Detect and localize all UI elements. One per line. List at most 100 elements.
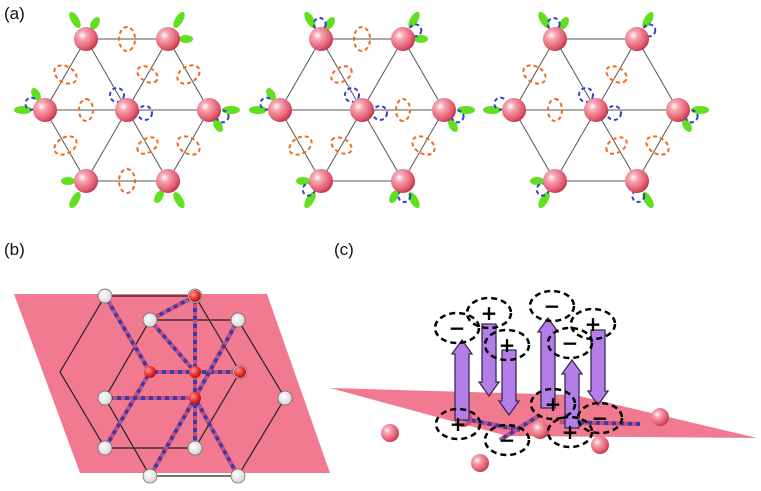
atom-sphere <box>432 98 456 122</box>
down-arrow <box>477 323 501 398</box>
green-lobe <box>483 106 501 114</box>
plus-sign: + <box>450 412 467 436</box>
green-lobe <box>448 119 458 132</box>
orange-dashed-loop <box>547 98 563 122</box>
panel-label-b: (b) <box>4 240 25 259</box>
atom-sphere <box>391 26 415 51</box>
red-atom <box>144 366 156 378</box>
green-lobe <box>642 11 654 28</box>
green-lobe <box>642 192 654 209</box>
atom-sphere <box>381 424 399 442</box>
orange-dashed-loop <box>330 65 353 84</box>
orange-dashed-loop <box>353 25 371 52</box>
atom-sphere <box>350 98 374 122</box>
sign-dashed-loop <box>569 307 617 341</box>
green-lobe <box>538 11 550 28</box>
blue-dashed-loop <box>344 87 360 103</box>
sign-dashed-loop <box>483 328 531 362</box>
atom-sphere <box>33 98 57 122</box>
orange-dashed-loop <box>78 98 94 122</box>
blue-dashed-loop <box>631 188 646 203</box>
atom-sphere <box>197 98 221 122</box>
atom-sphere <box>625 26 649 51</box>
green-lobe <box>682 119 692 132</box>
green-lobe <box>213 119 223 132</box>
green-lobe <box>304 192 316 209</box>
hex-cluster-right <box>483 11 709 209</box>
green-lobe <box>14 106 32 114</box>
blue-dashed-loop <box>137 105 153 121</box>
orange-dashed-loop <box>330 136 353 155</box>
atom-sphere <box>625 169 649 194</box>
blue-dashed-loop <box>642 23 657 38</box>
green-lobe <box>538 192 550 209</box>
green-lobe <box>389 190 399 203</box>
plus-sign: + <box>562 420 579 444</box>
orange-dashed-loop <box>605 65 628 84</box>
bond-stripe <box>103 294 152 374</box>
half-sphere-atom <box>187 440 203 456</box>
panel-label-c: (c) <box>334 240 354 259</box>
atom-sphere <box>591 436 609 454</box>
green-lobe <box>69 192 81 209</box>
half-sphere-atom <box>142 468 158 484</box>
orange-dashed-loop <box>288 135 313 156</box>
orange-dashed-loop <box>176 64 201 85</box>
bond-stripe <box>559 420 641 426</box>
orange-dashed-loop <box>395 98 411 122</box>
blue-dashed-loop <box>397 188 412 203</box>
orange-dashed-loop <box>53 135 78 156</box>
half-sphere-atom <box>277 390 293 406</box>
plus-sign: + <box>545 392 562 416</box>
blue-dashed-loop <box>684 109 699 124</box>
sign-dashed-loop <box>483 423 531 457</box>
bond-stripe <box>148 397 197 477</box>
minus-sign: − <box>499 428 516 452</box>
blue-dashed-loop <box>606 105 622 121</box>
orange-dashed-loop <box>118 168 136 195</box>
pink-plane <box>14 294 330 473</box>
green-lobe <box>173 192 185 209</box>
half-sphere-atom <box>97 440 113 456</box>
panel-c-plane-with-arrows: −+−+−++−+−+ <box>330 289 757 472</box>
sign-dashed-loop <box>529 387 577 421</box>
bond-stripe <box>459 416 521 432</box>
atom-sphere <box>115 98 139 122</box>
half-sphere-atom <box>230 312 246 328</box>
sign-dashed-loop <box>576 401 624 435</box>
atom-sphere <box>156 169 180 194</box>
plus-sign: + <box>481 301 498 325</box>
half-sphere-atom <box>97 390 113 406</box>
atom-sphere <box>543 26 567 51</box>
green-lobe <box>154 190 164 203</box>
up-arrow <box>450 338 474 421</box>
green-lobe <box>530 177 544 186</box>
half-sphere-atom <box>97 288 113 304</box>
up-arrow <box>560 358 584 429</box>
atom-sphere <box>543 169 567 194</box>
atom-sphere <box>268 98 292 122</box>
orange-dashed-loop <box>411 135 436 156</box>
green-lobe <box>559 17 569 30</box>
half-sphere-atom <box>230 468 246 484</box>
plus-sign: + <box>585 312 602 336</box>
blue-dashed-loop <box>450 109 465 124</box>
atom-sphere <box>651 408 669 426</box>
half-sphere-atom <box>142 312 158 328</box>
green-lobe <box>249 106 267 114</box>
panel-label-a: (a) <box>4 4 25 23</box>
down-arrow <box>586 329 610 407</box>
bond-stripe <box>193 319 240 399</box>
pink-plane-tilted <box>330 388 757 438</box>
atom-sphere <box>309 26 333 51</box>
plus-sign: + <box>499 333 516 357</box>
minus-sign: − <box>449 316 466 340</box>
atom-sphere <box>391 169 415 194</box>
orange-dashed-loop <box>522 64 547 85</box>
down-arrow <box>497 349 521 417</box>
sign-dashed-loop <box>528 289 576 323</box>
bond-stripe <box>148 318 197 374</box>
blue-dashed-loop <box>408 23 423 38</box>
green-lobe <box>408 11 420 28</box>
bond-stripe <box>193 397 240 477</box>
